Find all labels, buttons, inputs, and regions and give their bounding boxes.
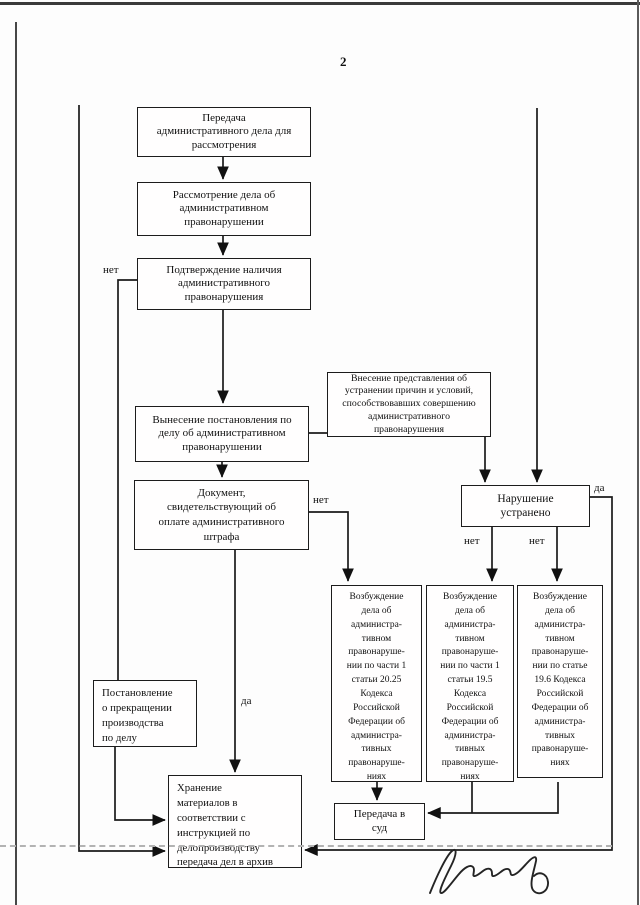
connector-postanovlenie-khranenie [114, 747, 166, 826]
flow-node-dokument-ob-oplate: Документ, свидетельствующий об оплате ад… [134, 480, 309, 550]
edge-label-da-dokument: да [241, 695, 252, 707]
connector-dokument-net-vozbuzhdenie-2025 [309, 511, 354, 582]
edge-label-net-narushenie-1: нет [464, 535, 480, 547]
flow-node-peredacha-dela: Передача административного дела для расс… [137, 107, 311, 157]
scan-border-top [0, 2, 640, 5]
edge-label-da-narushenie: да [594, 482, 605, 494]
flow-node-vynesenie-postanovleniya: Вынесение постановления по делу об админ… [135, 406, 309, 462]
flow-node-podtverzhdenie-nalichiya: Подтверждение наличия административного … [137, 258, 311, 310]
connector-podtverzhdenie-net-postanovlenie [117, 279, 137, 680]
scan-border-left [15, 22, 17, 905]
flow-node-peredacha-v-sud: Передача в суд [334, 803, 425, 840]
flow-node-postanovlenie-o-prekraschenii: Постановление о прекращении производства… [93, 680, 197, 747]
flow-node-vozbuzhdenie-19-5: Возбуждение дела об администра- тивном п… [426, 585, 514, 782]
flow-node-khranenie-materialov: Хранение материалов в соответствии с инс… [168, 775, 302, 868]
scan-dashed-line-artifact [0, 845, 612, 847]
page-number: 2 [340, 54, 347, 69]
flow-node-vozbuzhdenie-20-25: Возбуждение дела об администра- тивном п… [331, 585, 422, 782]
flow-node-vozbuzhdenie-19-6: Возбуждение дела об администра- тивном п… [517, 585, 603, 778]
connector-vozbuzhdenie-196-sud [427, 782, 559, 819]
connector-continuation-left-khranenie [78, 105, 166, 857]
flow-node-vnesenie-predstavleniya: Внесение представления об устранении при… [327, 372, 491, 437]
edge-label-net-dokument: нет [313, 494, 329, 506]
scan-border-right [637, 0, 639, 905]
flow-node-rassmotrenie-dela: Рассмотрение дела об административном пр… [137, 182, 311, 236]
edge-label-net-narushenie-2: нет [529, 535, 545, 547]
flow-node-narushenie-ustraneno: Нарушение устранено [461, 485, 590, 527]
edge-label-net-podtverzhdenie: нет [103, 264, 119, 276]
